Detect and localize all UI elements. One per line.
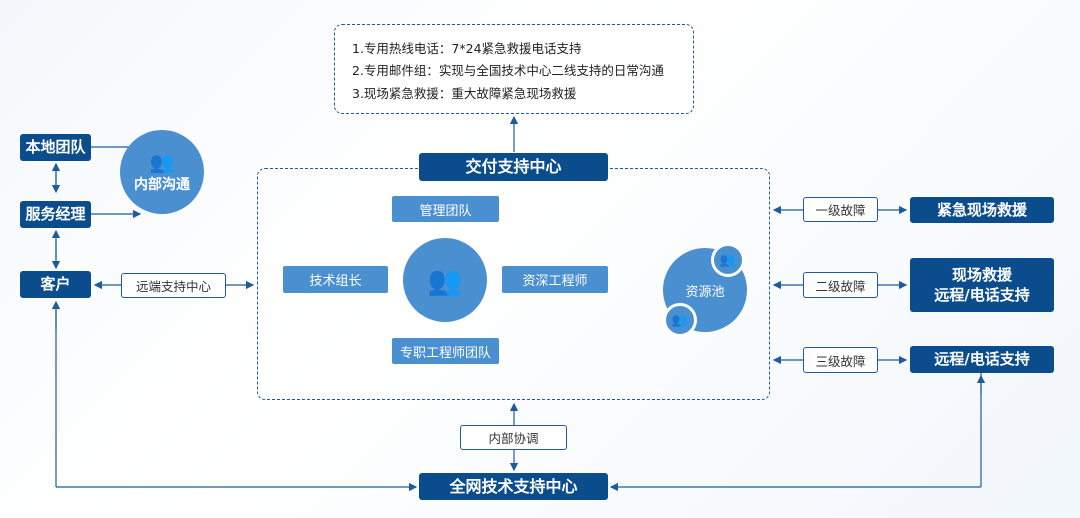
internal-comm-circle: 👥 内部沟通 <box>120 130 204 214</box>
delivery-center-title: 交付支持中心 <box>419 153 608 181</box>
resource-pool-label: 资源池 <box>685 284 725 300</box>
remote-phone-box: 远程/电话支持 <box>910 346 1054 373</box>
hotline-notes-box <box>334 24 694 114</box>
senior-engineer-box: 资深工程师 <box>502 266 608 293</box>
customer-box: 客户 <box>20 271 91 298</box>
local-team-box: 本地团队 <box>20 134 91 161</box>
people-icon: 👥 <box>149 150 175 174</box>
fault-level-1: 一级故障 <box>803 197 878 222</box>
fault-level-2: 二级故障 <box>803 272 878 298</box>
user-icon: 👥 <box>663 303 697 337</box>
remote-phone-label: 远程/电话支持 <box>934 286 1030 304</box>
note-2: 2.专用邮件组：实现与全国技术中心二线支持的日常沟通 <box>352 63 664 78</box>
team-people-icon: 👥 <box>403 238 487 322</box>
tech-lead-box: 技术组长 <box>283 266 388 293</box>
onsite-rescue-label: 现场救援 <box>951 265 1012 284</box>
service-manager-box: 服务经理 <box>20 201 91 228</box>
internal-coord-label: 内部协调 <box>460 425 567 450</box>
management-team-box: 管理团队 <box>392 196 499 222</box>
note-3: 3.现场紧急救援：重大故障紧急现场救援 <box>352 86 577 101</box>
dedicated-team-box: 专职工程师团队 <box>392 338 499 364</box>
onsite-remote-box: 现场救援 远程/电话支持 <box>910 258 1054 312</box>
note-1: 1.专用热线电话：7*24紧急救援电话支持 <box>352 41 582 56</box>
user-icon: 👥 <box>711 243 745 277</box>
internal-comm-label: 内部沟通 <box>134 177 190 193</box>
national-support-center: 全网技术支持中心 <box>419 473 608 500</box>
emergency-onsite-box: 紧急现场救援 <box>910 197 1054 223</box>
fault-level-3: 三级故障 <box>803 347 878 373</box>
remote-support-label: 远端支持中心 <box>121 273 226 298</box>
